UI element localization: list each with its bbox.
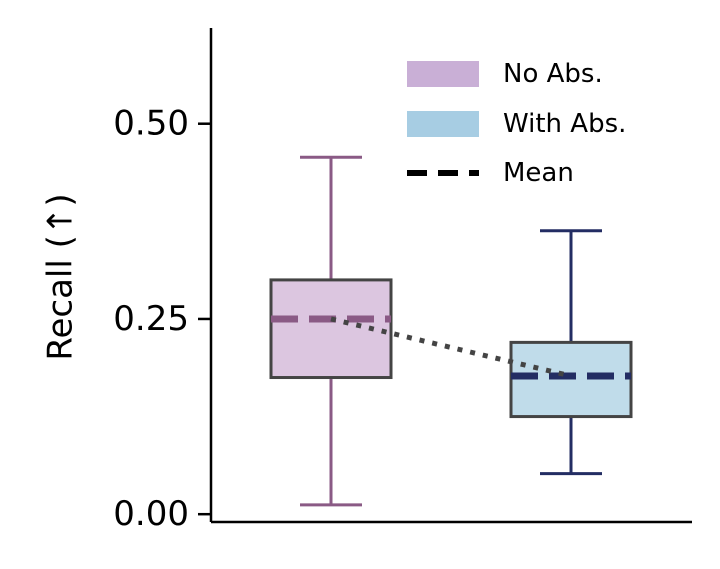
y-tick-label: 0.25 [113, 299, 189, 339]
legend-label-mean: Mean [503, 158, 574, 188]
y-axis-label: Recall (↑) [41, 193, 81, 360]
trend-line [330, 316, 572, 379]
y-tick-label: 0.50 [113, 104, 189, 144]
y-ticks: 0.00 0.25 0.50 [113, 104, 211, 534]
box-with-abs [509, 229, 633, 476]
mean-trend [330, 316, 572, 379]
legend-label-no-abs: No Abs. [503, 59, 603, 89]
legend-swatch-no-abs [407, 61, 479, 87]
axes: 0.00 0.25 0.50 [113, 28, 692, 534]
iqr-box [509, 340, 633, 419]
legend-label-with-abs: With Abs. [503, 109, 626, 139]
legend-swatch-with-abs [407, 111, 479, 137]
y-tick-label: 0.00 [113, 494, 189, 534]
boxes [269, 155, 633, 507]
legend: No Abs. With Abs. Mean [407, 59, 626, 188]
